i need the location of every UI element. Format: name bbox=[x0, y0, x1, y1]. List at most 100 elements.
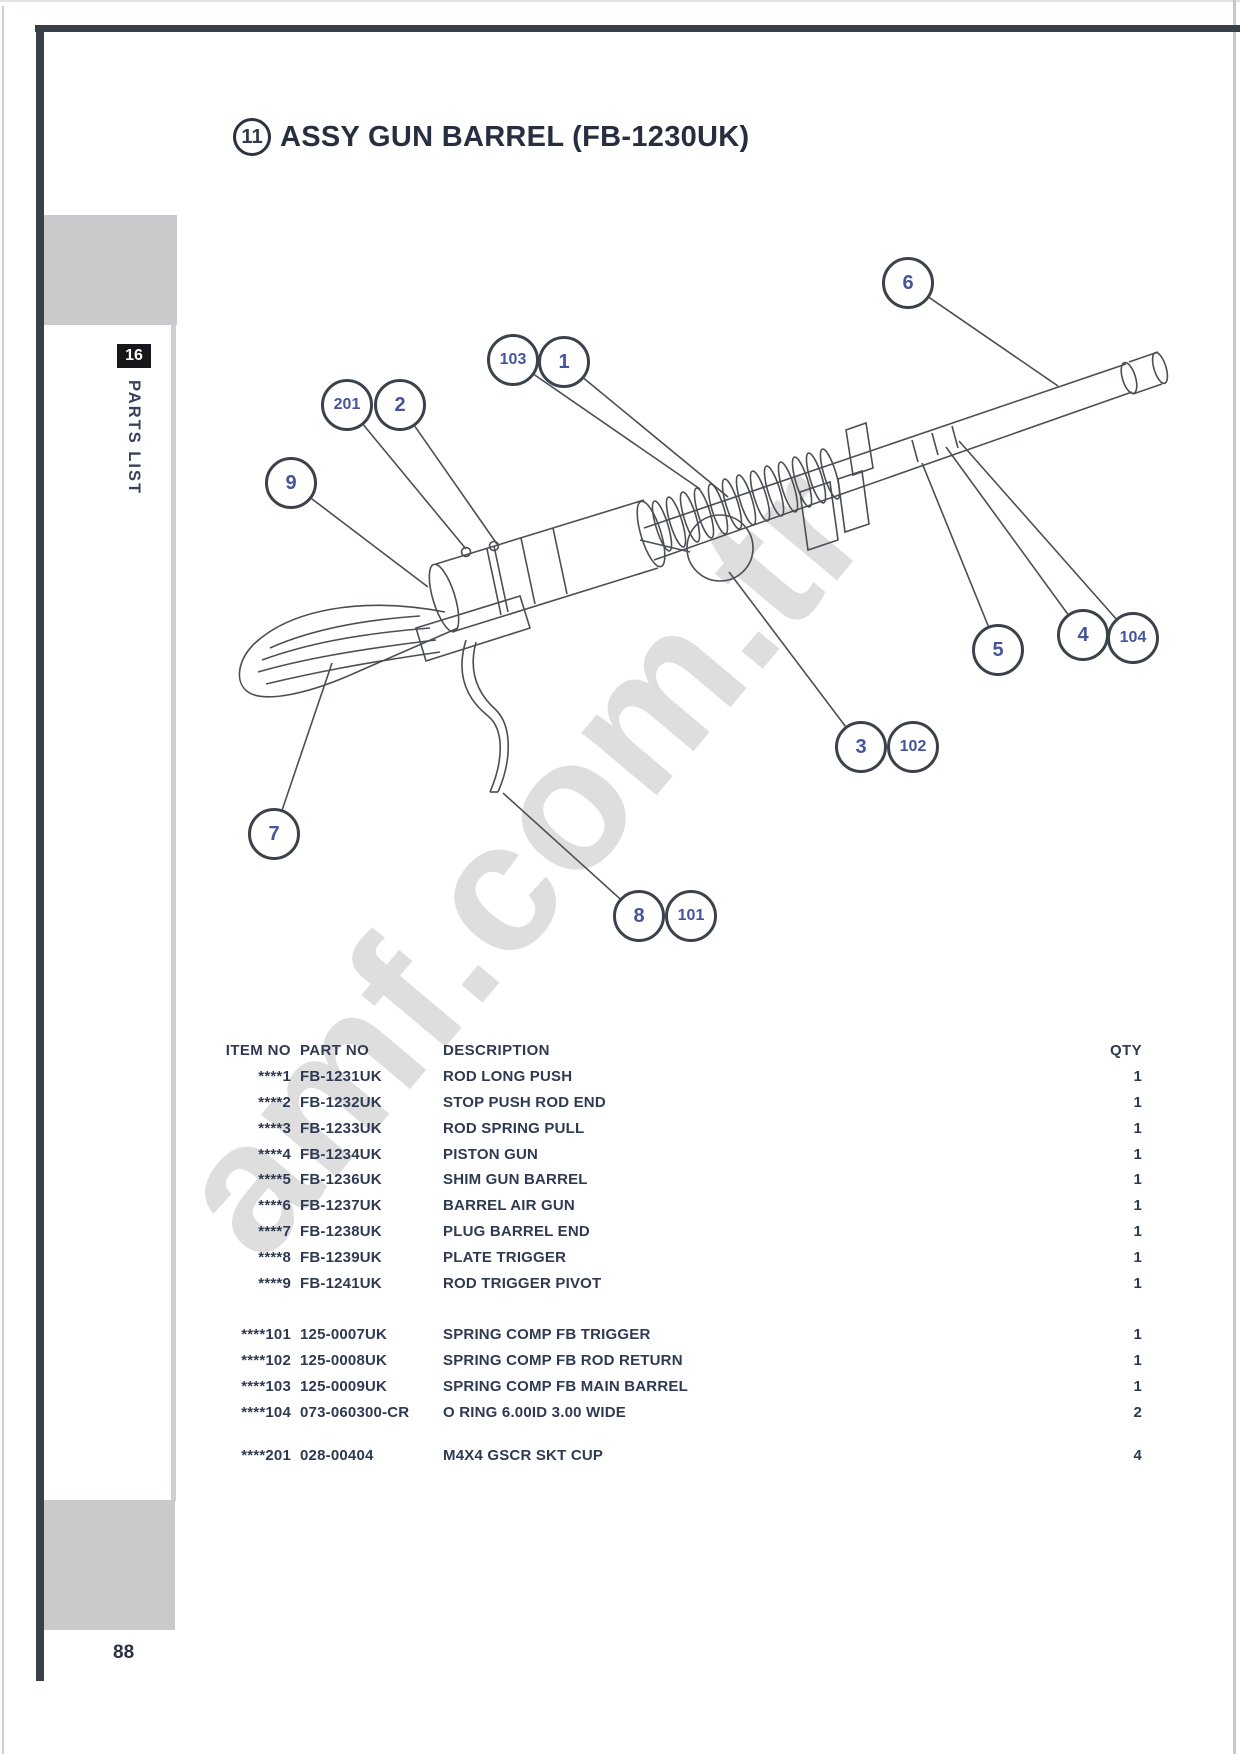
table-cell: ROD LONG PUSH bbox=[443, 1068, 573, 1086]
table-cell: 125-0007UK bbox=[300, 1326, 388, 1344]
sidebar-section-label: PARTS LIST bbox=[125, 380, 143, 496]
leader-line bbox=[921, 462, 989, 627]
callout-bubble: 6 bbox=[882, 257, 934, 309]
table-cell: 073-060300-CR bbox=[300, 1403, 410, 1421]
page-number: 88 bbox=[113, 1642, 135, 1663]
table-cell: ****5 bbox=[258, 1171, 291, 1189]
table-cell: ****2 bbox=[258, 1093, 291, 1111]
table-cell: SHIM GUN BARREL bbox=[443, 1171, 588, 1189]
leader-line bbox=[414, 425, 498, 545]
callout-bubble: 101 bbox=[665, 890, 717, 942]
table-cell: PLATE TRIGGER bbox=[443, 1248, 567, 1266]
table-cell: PART NO bbox=[300, 1042, 370, 1060]
table-cell: ****3 bbox=[258, 1119, 291, 1137]
leader-line bbox=[533, 374, 701, 490]
leader-line bbox=[958, 440, 1117, 620]
table-cell: PLUG BARREL END bbox=[443, 1222, 590, 1240]
table-cell: 4 bbox=[1133, 1446, 1142, 1464]
parts-table-group-3: ****201 028-00404 M4X4 GSCR SKT CUP 4 bbox=[227, 1442, 1150, 1468]
leader-line bbox=[311, 498, 429, 588]
table-cell: 125-0008UK bbox=[300, 1352, 388, 1370]
table-cell: FB-1237UK bbox=[300, 1197, 382, 1215]
callout-bubble: 7 bbox=[248, 808, 300, 860]
leader-line bbox=[362, 424, 467, 550]
table-cell: ****8 bbox=[258, 1248, 291, 1266]
table-cell: 1 bbox=[1133, 1274, 1142, 1292]
table-cell: ****103 bbox=[241, 1377, 291, 1395]
table-cell: 1 bbox=[1133, 1326, 1142, 1344]
table-cell: 125-0009UK bbox=[300, 1377, 388, 1395]
table-cell: 1 bbox=[1133, 1145, 1142, 1163]
table-cell: ROD SPRING PULL bbox=[443, 1119, 585, 1137]
table-cell: ITEM NO bbox=[225, 1042, 291, 1060]
table-cell: 1 bbox=[1133, 1248, 1142, 1266]
callout-bubble: 4 bbox=[1057, 609, 1109, 661]
callout-bubble: 104 bbox=[1107, 612, 1159, 664]
table-cell: FB-1231UK bbox=[300, 1068, 382, 1086]
table-cell: 1 bbox=[1133, 1222, 1142, 1240]
callout-bubble: 9 bbox=[265, 457, 317, 509]
table-cell: STOP PUSH ROD END bbox=[443, 1093, 606, 1111]
figure-title: 11 ASSY GUN BARREL (FB-1230UK) bbox=[233, 118, 750, 156]
table-cell: ****7 bbox=[258, 1222, 291, 1240]
table-cell: ****102 bbox=[241, 1352, 291, 1370]
table-cell: FB-1239UK bbox=[300, 1248, 382, 1266]
figure-number-badge: 11 bbox=[233, 118, 271, 156]
parts-table-group-1: ****1 FB-1231UK ROD LONG PUSH 1 ****2 FB-1232… bbox=[227, 1064, 1150, 1296]
table-cell: M4X4 GSCR SKT CUP bbox=[443, 1446, 604, 1464]
table-cell: ****9 bbox=[258, 1274, 291, 1292]
callout-bubble: 3 bbox=[835, 721, 887, 773]
parts-table-header: ITEM NO PART NO DESCRIPTION QTY bbox=[225, 1038, 1150, 1064]
table-cell: ****1 bbox=[258, 1068, 291, 1086]
table-cell: ROD TRIGGER PIVOT bbox=[443, 1274, 602, 1292]
table-cell: FB-1236UK bbox=[300, 1171, 382, 1189]
sidebar-divider-line bbox=[171, 325, 176, 1501]
table-cell: ****4 bbox=[258, 1145, 291, 1163]
table-cell: 2 bbox=[1133, 1403, 1142, 1421]
table-cell: QTY bbox=[1109, 1042, 1142, 1060]
table-cell: 1 bbox=[1133, 1068, 1142, 1086]
table-cell: ****201 bbox=[241, 1446, 291, 1464]
table-cell: SPRING COMP FB TRIGGER bbox=[443, 1326, 651, 1344]
callout-bubble: 5 bbox=[972, 624, 1024, 676]
table-cell: 028-00404 bbox=[300, 1446, 374, 1464]
scan-edge-top bbox=[0, 0, 1240, 2]
table-cell: 1 bbox=[1133, 1119, 1142, 1137]
scan-edge-left bbox=[2, 6, 4, 1754]
parts-table-group-2: ****101 125-0007UK SPRING COMP FB TRIGGER 1… bbox=[227, 1322, 1150, 1425]
callout-bubble: 1 bbox=[538, 336, 590, 388]
figure-title-text: ASSY GUN BARREL (FB-1230UK) bbox=[280, 120, 750, 153]
leader-line bbox=[281, 662, 333, 810]
table-cell: FB-1233UK bbox=[300, 1119, 382, 1137]
page-border-left bbox=[36, 25, 44, 1681]
table-cell: FB-1241UK bbox=[300, 1274, 382, 1292]
table-cell: 1 bbox=[1133, 1093, 1142, 1111]
table-cell: FB-1234UK bbox=[300, 1145, 382, 1163]
page-border-top bbox=[35, 25, 1240, 32]
table-cell: DESCRIPTION bbox=[443, 1042, 550, 1060]
table-cell: FB-1238UK bbox=[300, 1222, 382, 1240]
table-cell: 1 bbox=[1133, 1377, 1142, 1395]
table-cell: 1 bbox=[1133, 1197, 1142, 1215]
table-cell: SPRING COMP FB MAIN BARREL bbox=[443, 1377, 688, 1395]
chapter-number-badge: 16 bbox=[117, 344, 151, 368]
leader-line bbox=[928, 297, 1059, 387]
leader-line bbox=[945, 446, 1069, 615]
table-cell: O RING 6.00ID 3.00 WIDE bbox=[443, 1403, 626, 1421]
callout-bubble: 102 bbox=[887, 721, 939, 773]
callout-bubble: 8 bbox=[613, 890, 665, 942]
table-cell: ****6 bbox=[258, 1197, 291, 1215]
sidebar-gray-block-bottom bbox=[44, 1500, 175, 1630]
table-cell: ****101 bbox=[241, 1326, 291, 1344]
callout-bubble: 2 bbox=[374, 379, 426, 431]
callout-bubble: 201 bbox=[321, 379, 373, 431]
table-cell: PISTON GUN bbox=[443, 1145, 539, 1163]
sidebar-gray-block-top bbox=[44, 215, 177, 325]
scan-edge-right bbox=[1233, 0, 1236, 1754]
table-cell: 1 bbox=[1133, 1352, 1142, 1370]
table-cell: 1 bbox=[1133, 1171, 1142, 1189]
table-cell: BARREL AIR GUN bbox=[443, 1197, 575, 1215]
table-cell: FB-1232UK bbox=[300, 1093, 382, 1111]
